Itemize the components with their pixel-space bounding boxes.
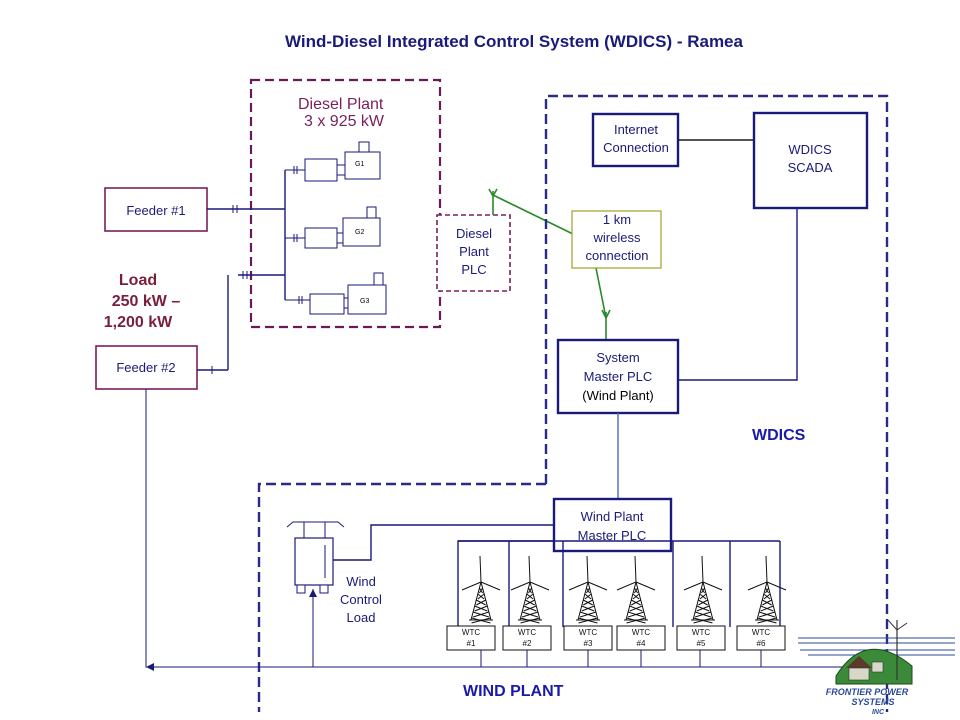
wind-control-load-line1: Wind	[346, 574, 376, 589]
feeder-1-label: Feeder #1	[126, 203, 185, 218]
wtc-name: WTC	[579, 628, 597, 637]
gen-label-g3: G3	[360, 298, 369, 305]
svg-text:250 kW –: 250 kW –	[112, 293, 181, 310]
wind-plant-boundary-left	[257, 482, 546, 712]
wireless-connection-box	[571, 210, 662, 269]
diesel-plant-plc-box	[436, 214, 511, 292]
internet-connection-box	[591, 112, 680, 168]
diesel-plc-line1: Diesel	[456, 226, 492, 241]
wtc-number: #2	[523, 639, 532, 648]
wtc-number: #3	[584, 639, 593, 648]
wtc-name: WTC	[518, 628, 536, 637]
wtc-box-1: WTC #1	[446, 625, 496, 651]
diesel-plant-title: Diesel Plant	[298, 96, 384, 113]
wtc-number: #4	[637, 639, 646, 648]
master-line2: Master PLC	[584, 369, 653, 384]
wtc-controllers: WTC #1 WTC #2 WTC #3 WTC #4 WTC #5 WTC #6	[446, 625, 786, 651]
feeder-1-box	[104, 187, 208, 232]
wireless-line2: wireless	[593, 230, 641, 245]
master-line3: (Wind Plant)	[582, 388, 654, 403]
wireless-line3: connection	[586, 248, 649, 263]
wtc-box-5: WTC #5	[676, 625, 726, 651]
wtc-box-3: WTC #3	[563, 625, 613, 651]
wdics-boundary	[544, 94, 889, 484]
load-label: Load 250 kW – 1,200 kW	[104, 272, 181, 331]
diesel-plc-line3: PLC	[461, 262, 486, 277]
feeder2-to-wind-power-line	[145, 389, 843, 668]
wind-turbine-icon	[568, 555, 608, 624]
logo-line1: FRONTIER POWER	[826, 687, 909, 697]
wtc-box-6: WTC #6	[736, 625, 786, 651]
wind-control-load-line2: Control	[340, 592, 382, 607]
wind-master-to-load-line	[333, 524, 554, 561]
wtc-number: #5	[697, 639, 706, 648]
gen-label-g2: G2	[355, 229, 364, 236]
antenna-diesel-icon	[488, 188, 498, 215]
wind-master-line2: Master PLC	[578, 528, 647, 543]
antenna-master-icon	[601, 309, 611, 340]
scada-to-master-line	[678, 208, 798, 381]
generator-g2: G2	[285, 206, 381, 249]
feeder-2-label: Feeder #2	[116, 360, 175, 375]
scada-line2: SCADA	[788, 160, 833, 175]
generator-g1: G1	[285, 141, 381, 182]
diagram-title: Wind-Diesel Integrated Control System (W…	[285, 32, 744, 51]
wind-plant-region-label: WIND PLANT	[463, 683, 564, 700]
wtc-box-4: WTC #4	[616, 625, 666, 651]
power-arrow-icon	[146, 663, 154, 671]
internet-line2: Connection	[603, 140, 669, 155]
wind-turbine-icon	[683, 555, 723, 624]
scada-line1: WDICS	[788, 142, 832, 157]
diesel-plant-capacity: 3 x 925 kW	[304, 113, 385, 130]
internet-line1: Internet	[614, 122, 658, 137]
wdics-region-label: WDICS	[752, 427, 806, 444]
wtc-name: WTC	[462, 628, 480, 637]
gen-label-g1: G1	[355, 161, 364, 168]
wdics-scada-box	[752, 111, 869, 210]
wind-control-load-line3: Load	[347, 610, 376, 625]
svg-text:1,200 kW: 1,200 kW	[104, 314, 173, 331]
wind-master-line1: Wind Plant	[581, 509, 644, 524]
wind-turbines	[461, 555, 787, 624]
wtc-number: #1	[467, 639, 476, 648]
diesel-plc-line2: Plant	[459, 244, 489, 259]
wind-control-load-icon	[286, 521, 345, 594]
wireless-line1: 1 km	[603, 212, 631, 227]
wtc-name: WTC	[692, 628, 710, 637]
svg-text:Load: Load	[119, 272, 157, 289]
wtc-box-2: WTC #2	[502, 625, 552, 651]
master-line1: System	[596, 350, 639, 365]
wind-turbine-icon	[616, 555, 656, 624]
wireless-link-bottom	[595, 267, 607, 319]
wtc-name: WTC	[752, 628, 770, 637]
wtc-number: #6	[757, 639, 766, 648]
wind-turbine-icon	[461, 555, 501, 624]
wind-turbine-icon	[747, 555, 787, 624]
wind-turbine-icon	[510, 555, 550, 624]
logo-line3: INC	[872, 709, 885, 716]
generator-g3: G3	[285, 272, 387, 315]
wtc-name: WTC	[632, 628, 650, 637]
frontier-power-logo: FRONTIER POWER SYSTEMS INC	[798, 619, 955, 716]
wind-plant-master-plc-box	[552, 497, 673, 553]
diesel-plant-boundary	[249, 78, 442, 329]
wireless-link-top	[492, 194, 576, 236]
feeder-2-box	[95, 345, 198, 390]
logo-line2: SYSTEMS	[851, 697, 894, 707]
